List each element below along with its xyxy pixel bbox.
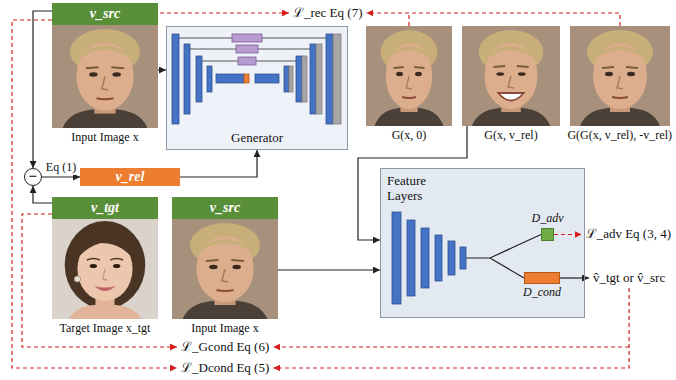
layer-bar: [435, 235, 442, 281]
input-photo: [52, 25, 158, 128]
layer-bar: [407, 220, 415, 296]
node-label: −: [28, 169, 37, 184]
layer-bar: [289, 66, 293, 92]
equation-label: Eq (1): [45, 159, 77, 175]
layer-bar: [460, 247, 466, 269]
connector-arrow: [358, 126, 467, 240]
loss-leader: [273, 346, 629, 347]
loss-leader: [160, 12, 289, 13]
output-photo: [570, 26, 670, 126]
layer-bar: [392, 212, 401, 304]
subtract-circle: −: [24, 168, 42, 186]
layer-bar: [184, 44, 190, 114]
connector-arrow: [180, 150, 257, 177]
image-frame: G(x, v_rel): [462, 26, 560, 126]
connector-arrow: [158, 69, 166, 70]
layer-bar: [296, 56, 302, 102]
image-frame: G(G(x, v_rel), -v_rel): [570, 26, 670, 126]
skip-block: [238, 57, 256, 65]
node-label: v_tgt: [91, 200, 119, 216]
discriminator-head: D_adv: [541, 228, 554, 241]
loss-leader: [273, 288, 629, 368]
loss-leader: [22, 214, 177, 347]
vector-tag: v_rel: [80, 168, 180, 186]
output-photo: [366, 26, 452, 126]
loss-label: ℒ_Gcond Eq (6): [180, 339, 270, 355]
layer-bar: [302, 56, 307, 102]
loss-label: ℒ_adv Eq (3, 4): [585, 226, 672, 242]
image-caption: Target Image x_tgt: [60, 322, 151, 336]
connector-arrow: [33, 11, 52, 168]
image-frame: G(x, 0): [366, 26, 452, 126]
image-caption: G(G(x, v_rel), -v_rel): [567, 129, 672, 143]
discriminator-head: D_cond: [524, 272, 560, 284]
node-label: v_src: [90, 6, 120, 22]
prediction-label: v̂_tgt or v̂_src: [592, 270, 666, 286]
image-frame: Input Image x: [52, 25, 158, 128]
node-label: D_adv: [532, 212, 564, 226]
layer-bar: [448, 241, 455, 275]
layer-bar: [310, 44, 316, 114]
leader-group: [12, 13, 629, 368]
loss-leader: [554, 234, 582, 235]
layer-bar: [196, 56, 202, 102]
layer-bar: [172, 34, 179, 124]
node-label: Feature Layers: [387, 174, 449, 204]
input-photo: [172, 219, 278, 319]
feature-layers: [392, 212, 541, 304]
loss-leader: [12, 20, 177, 368]
node-label: v_src: [210, 200, 240, 216]
image-caption: G(x, v_rel): [484, 129, 537, 143]
node-label: v_rel: [116, 169, 145, 185]
loss-leader: [366, 13, 620, 26]
generator-ground: [166, 26, 348, 150]
loss-label: ℒ_Dcond Eq (5): [180, 360, 270, 376]
image-caption: G(x, 0): [392, 129, 427, 143]
condition-bar: [244, 74, 249, 83]
connector-group: [33, 11, 467, 270]
node-label: Generator: [231, 131, 283, 146]
skip-block: [236, 45, 258, 53]
layer-bar: [421, 228, 429, 288]
vector-tag: v_src: [172, 197, 278, 219]
output-photo: [462, 26, 560, 126]
image-frame: Input Image x: [172, 219, 278, 319]
image-caption: Input Image x: [191, 322, 258, 336]
loss-label: ℒ_rec Eq (7): [292, 5, 363, 21]
loss-leader: [408, 13, 409, 26]
bottleneck-bar: [216, 74, 244, 83]
skip-block: [232, 34, 262, 42]
layer-bar: [326, 34, 333, 124]
vector-tag: v_tgt: [52, 197, 158, 219]
layer-bar: [207, 66, 212, 92]
connector-arrow: [278, 269, 380, 270]
connector-arrow: [33, 186, 52, 203]
feature-panel: D_advD_cond Feature Layers: [380, 168, 585, 318]
target-photo: [52, 219, 158, 319]
connector-arrow: [42, 176, 80, 177]
layer-bar: [284, 66, 289, 92]
image-frame: Target Image x_tgt: [52, 219, 158, 319]
generator-box: Generator: [166, 26, 348, 150]
feature-panel-ground: [380, 168, 585, 318]
layer-bar: [333, 34, 341, 124]
generator-network: [172, 34, 341, 124]
image-caption: Input Image x: [71, 131, 138, 145]
node-label: D_cond: [523, 286, 561, 300]
layer-bar: [316, 44, 322, 114]
bottleneck-bar: [255, 74, 279, 83]
vector-tag: v_src: [52, 3, 158, 25]
